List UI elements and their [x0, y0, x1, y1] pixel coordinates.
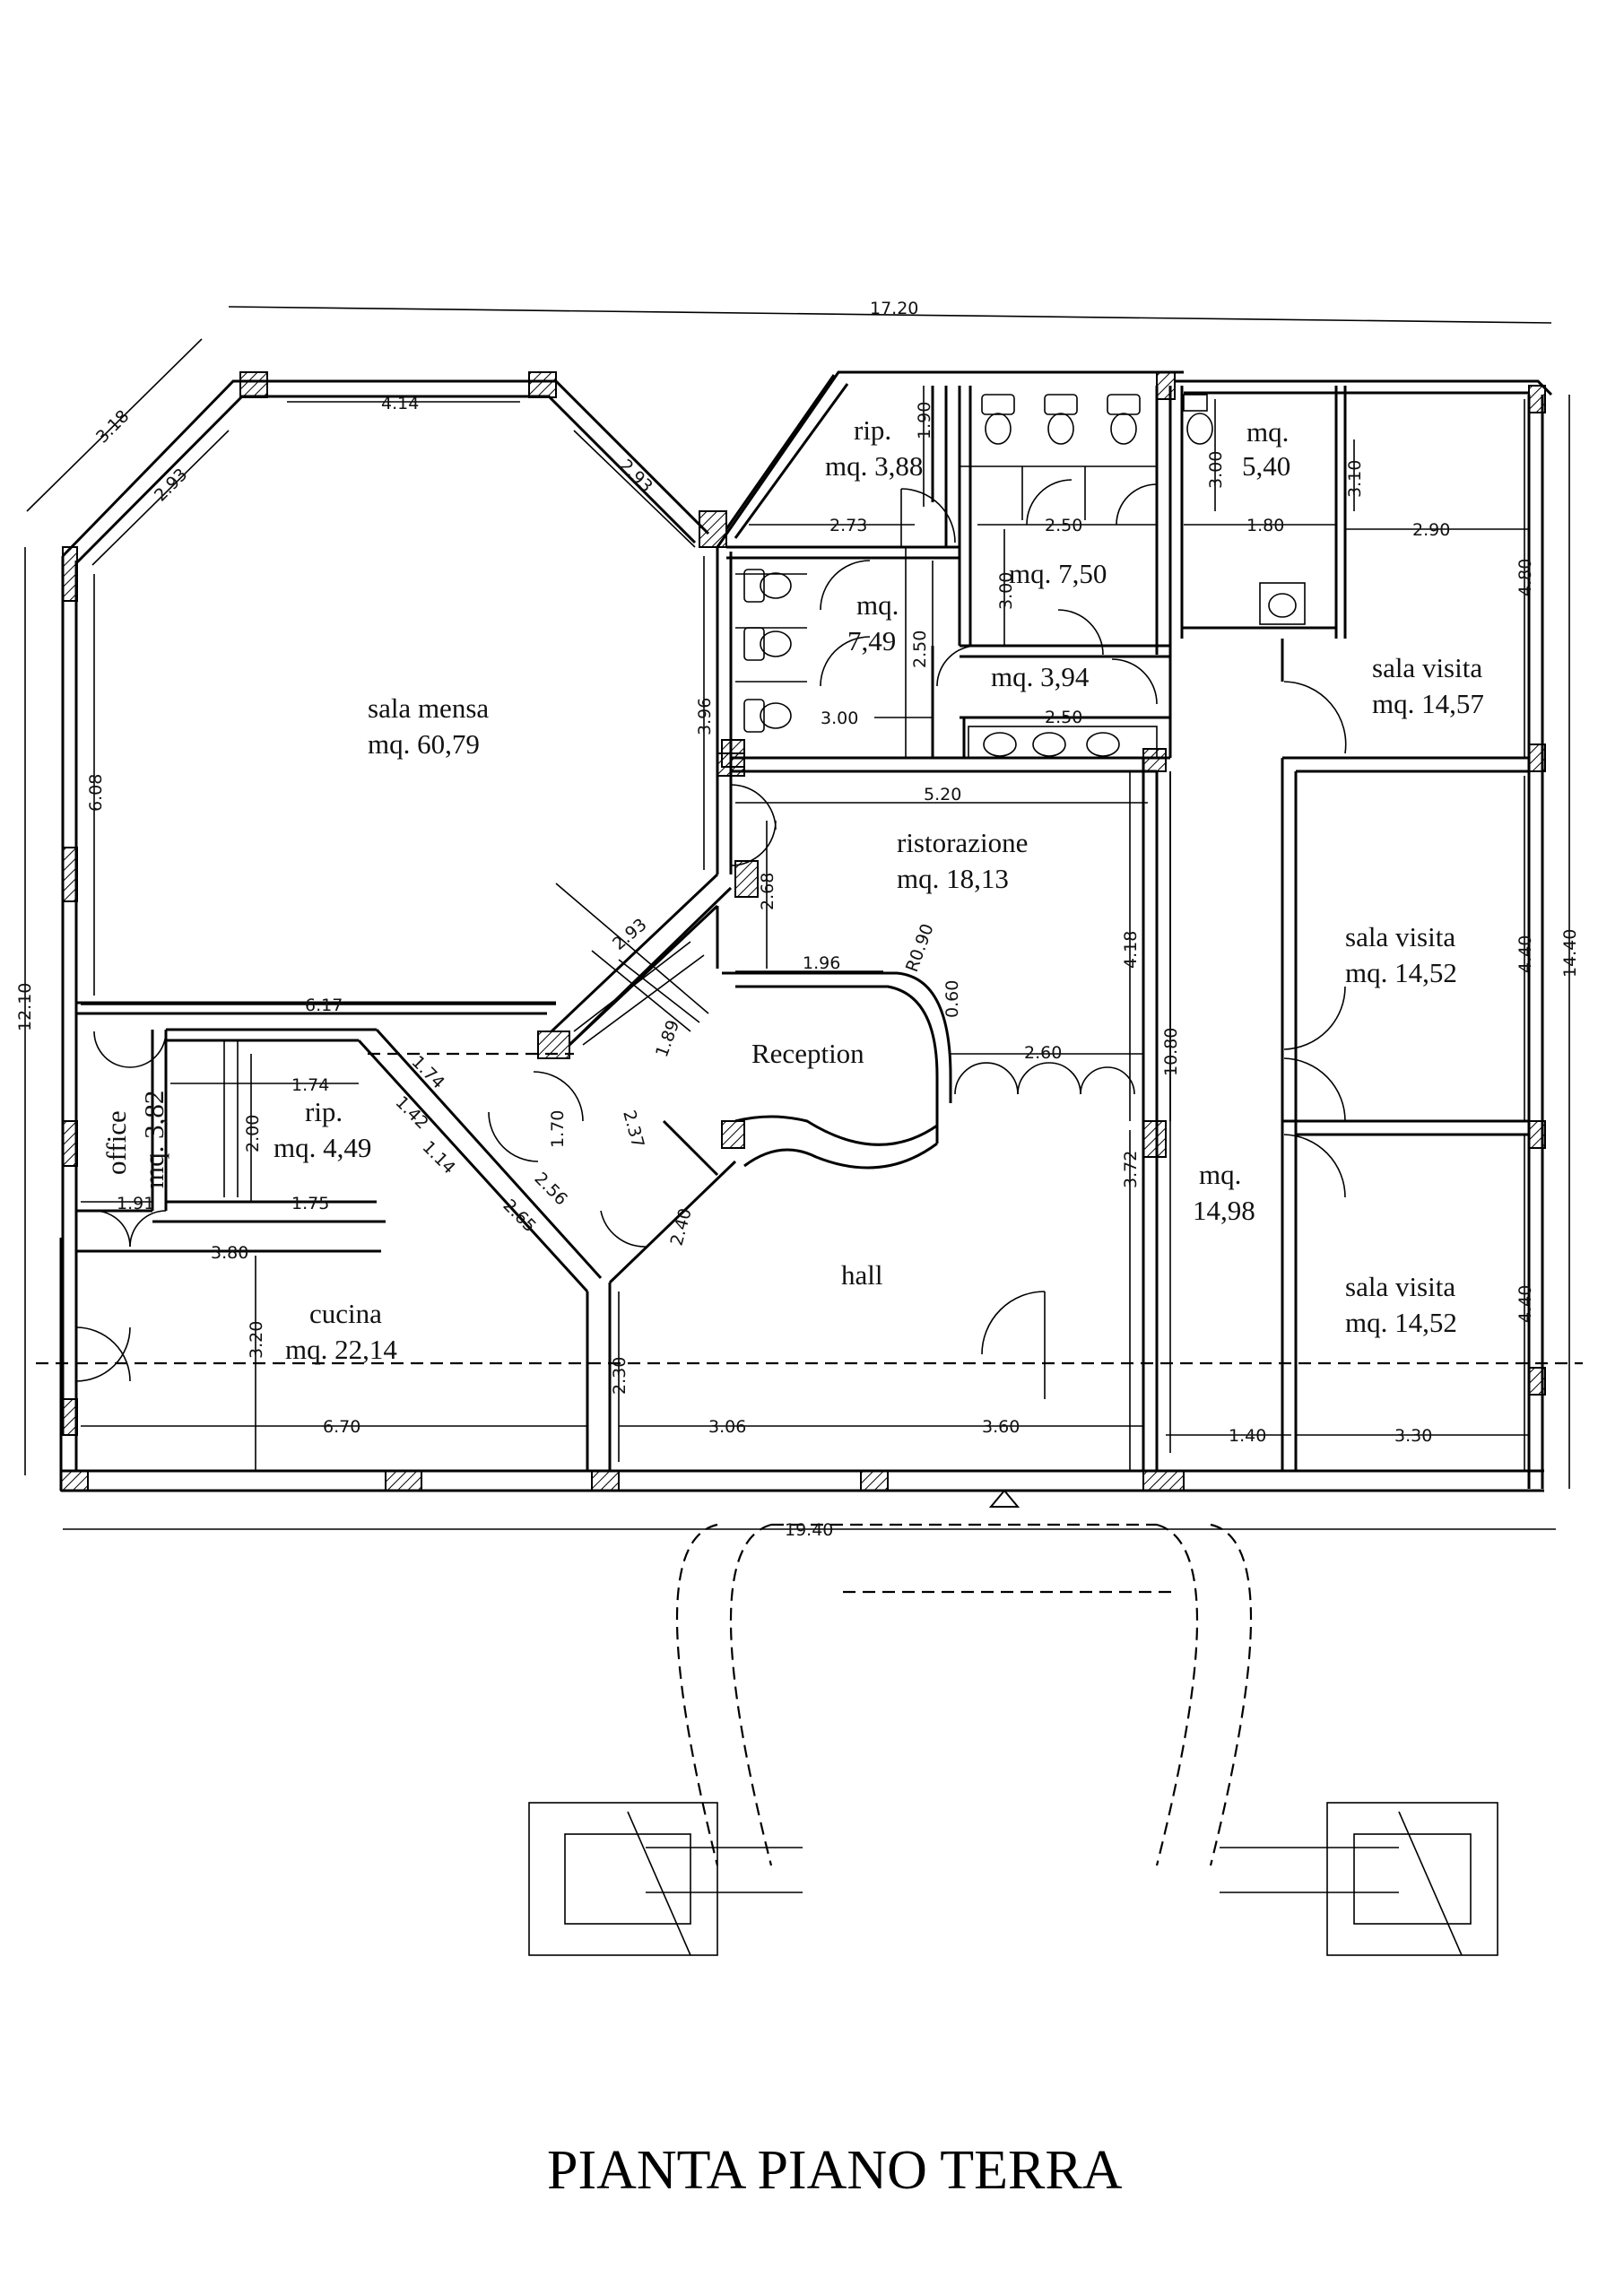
dim-rip-mid-h: 2.00 — [243, 1115, 263, 1152]
room-area-rip-top: mq. 3,88 — [825, 450, 923, 482]
dim-office-h: 1.74 — [291, 1075, 329, 1095]
wall-piers — [60, 371, 1546, 1492]
doors — [75, 479, 1347, 1399]
dim-hall-left-h: 2.30 — [610, 1357, 630, 1395]
dimension-labels: 17.20 19.40 12.10 14.40 3.18 4.14 2.93 2… — [15, 299, 1580, 1540]
room-area-wc-left: 7,49 — [847, 625, 896, 657]
dim-oct-lower-diag: 2.93 — [609, 915, 651, 954]
dim-ristorazione-right: 4.18 — [1121, 931, 1141, 969]
dim-hall-w-b: 3.60 — [982, 1417, 1020, 1437]
dim-rip-diag-b: 1.42 — [391, 1092, 431, 1133]
room-area-rip-mid: mq. 4,49 — [274, 1132, 371, 1163]
dim-ristorazione-w: 5.20 — [924, 785, 961, 804]
room-name-cucina: cucina — [309, 1298, 382, 1329]
outer-walls — [59, 370, 1553, 1492]
room-name-corridor: mq. — [1199, 1159, 1241, 1190]
dim-oct-right: 3.96 — [695, 698, 715, 735]
dim-corridor-h: 10.80 — [1161, 1028, 1181, 1076]
dim-visita-1-h: 4.80 — [1515, 559, 1535, 596]
room-name-office: office — [100, 1110, 132, 1175]
interior-walls — [76, 374, 1529, 1471]
dim-wc-right-w: 1.80 — [1246, 516, 1284, 535]
dim-hall-diag: 2.40 — [667, 1206, 696, 1248]
dim-oct-left: 6.08 — [86, 774, 106, 812]
dim-reception-h: 0.60 — [942, 980, 962, 1018]
dim-wc-left-w: 3.00 — [821, 709, 858, 728]
dim-hall-w-mid: 2.60 — [1024, 1043, 1062, 1063]
room-name-wc-left: mq. — [856, 589, 899, 621]
room-name-sala-mensa: sala mensa — [368, 692, 489, 724]
dim-cucina-h: 3.20 — [247, 1321, 266, 1359]
room-name-sala-visita-2: sala visita — [1345, 921, 1455, 952]
room-area-sala-visita-1: mq. 14,57 — [1372, 688, 1484, 719]
dim-oct-top: 4.14 — [381, 394, 419, 413]
dim-rip-top-w: 2.73 — [829, 516, 867, 535]
section-lines — [36, 1052, 1583, 1365]
room-area-office: mq. 3,82 — [138, 1091, 169, 1188]
dim-corridor-w: 1.40 — [1229, 1426, 1266, 1446]
dim-wc-right-h: 3.00 — [1206, 451, 1226, 489]
dim-visita-1-w: 2.90 — [1412, 520, 1450, 540]
dim-mensa-bottom: 6.17 — [305, 996, 343, 1015]
dim-hall-right: 3.72 — [1121, 1151, 1141, 1188]
room-area-wc-right: 5,40 — [1242, 450, 1290, 482]
room-name-wc-right: mq. — [1246, 416, 1289, 448]
dimension-lines — [24, 306, 1570, 1530]
dim-wc-left-h: 2.50 — [910, 631, 930, 668]
room-name-hall: hall — [841, 1259, 883, 1291]
dim-passage-diag2: 2.56 — [530, 1169, 570, 1209]
plan-title: PIANTA PIANO TERRA — [547, 2140, 1123, 2201]
dim-office-w: 1.91 — [117, 1194, 154, 1213]
room-area-ristorazione: mq. 18,13 — [897, 863, 1009, 894]
dim-wc-center-h: 3.00 — [996, 572, 1016, 610]
room-area-sala-mensa: mq. 60,79 — [368, 728, 480, 760]
exterior-stairs — [528, 1523, 1498, 1956]
dim-reception-r: R0.90 — [902, 921, 938, 975]
dim-overall-right: 14.40 — [1560, 929, 1580, 978]
room-area-wc-center: mq. 7,50 — [1009, 558, 1107, 589]
dim-reception-diag: 1.89 — [652, 1017, 683, 1059]
room-name-rip-mid: rip. — [305, 1096, 343, 1127]
dim-passage-w: 1.70 — [548, 1110, 568, 1148]
dim-passage-diag: 2.37 — [619, 1109, 647, 1151]
dim-wc-right-h2: 3.10 — [1345, 460, 1365, 498]
room-name-sala-visita-3: sala visita — [1345, 1271, 1455, 1302]
dim-visita-3-h: 4.40 — [1515, 1285, 1535, 1323]
dim-ristorazione-h: 2.68 — [758, 873, 777, 910]
dim-wc-center-w: 2.50 — [1045, 516, 1082, 535]
dim-rip-mid-w: 1.75 — [291, 1194, 329, 1213]
dim-oct-diag-left: 2.93 — [151, 465, 191, 505]
room-area-sala-visita-2: mq. 14,52 — [1345, 957, 1457, 988]
room-area-antibagno: mq. 3,94 — [991, 661, 1090, 692]
dim-visita-2-h: 4.40 — [1515, 935, 1535, 973]
room-area-corridor: 14,98 — [1193, 1195, 1255, 1226]
room-name-rip-top: rip. — [854, 414, 891, 446]
dim-rip-top-h: 1.90 — [915, 402, 934, 439]
dim-cucina-top: 3.80 — [211, 1243, 248, 1263]
dim-overall-top: 17.20 — [870, 299, 918, 318]
room-area-sala-visita-3: mq. 14,52 — [1345, 1307, 1457, 1338]
entrance-marker — [988, 1489, 1020, 1508]
dim-antibagno-w: 2.50 — [1045, 708, 1082, 727]
dim-cucina-w: 6.70 — [323, 1417, 360, 1437]
room-area-cucina: mq. 22,14 — [285, 1334, 397, 1365]
dim-overall-bottom: 19.40 — [785, 1520, 833, 1540]
dim-hall-w-a: 3.06 — [708, 1417, 746, 1437]
dim-visita-3-w: 3.30 — [1394, 1426, 1432, 1446]
dim-reception-w: 1.96 — [803, 953, 840, 973]
dim-overall-left: 12.10 — [15, 983, 35, 1031]
room-name-sala-visita-1: sala visita — [1372, 652, 1482, 683]
room-labels: sala mensa mq. 60,79 rip. mq. 3,88 mq. 7… — [100, 414, 1484, 1365]
room-name-ristorazione: ristorazione — [897, 827, 1028, 858]
room-name-reception: Reception — [751, 1038, 864, 1069]
